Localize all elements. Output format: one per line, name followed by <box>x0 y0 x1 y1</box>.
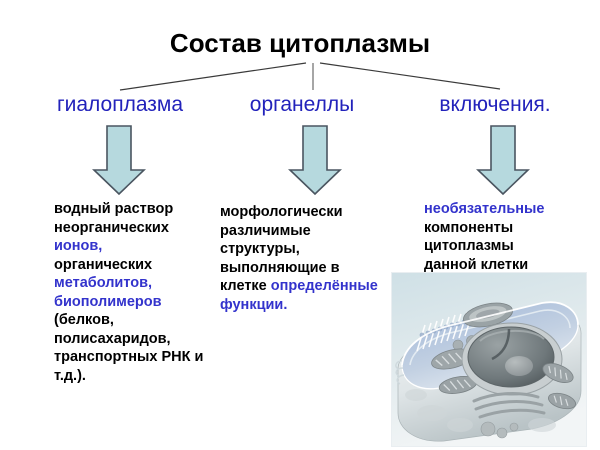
plain-text: транспортных РНК и <box>54 349 204 365</box>
text-line: функции. <box>220 296 388 315</box>
down-arrow-icon-organelles <box>288 125 342 196</box>
plain-text: морфологически <box>220 204 343 220</box>
highlighted-term: определённые <box>270 278 378 294</box>
highlighted-term: функции. <box>220 296 288 313</box>
text-line: морфологически <box>220 203 388 222</box>
connector-line-left <box>119 62 307 91</box>
plain-text: (белков, <box>54 312 114 328</box>
plain-text: компоненты <box>424 219 514 236</box>
cell-illustration-svg <box>392 273 586 446</box>
plain-text: т.д.). <box>54 367 86 384</box>
text-line: необязательные <box>424 200 589 219</box>
plain-text: структуры, <box>220 241 300 257</box>
branch-label-inclusions: включения. <box>439 93 551 116</box>
plain-text: полисахаридов, <box>54 330 171 347</box>
text-line: т.д.). <box>54 367 204 386</box>
text-line: компоненты <box>424 219 589 238</box>
down-arrow-icon-hyaloplasm <box>92 125 146 196</box>
text-line: неорганических <box>54 219 204 238</box>
highlighted-term: биополимеров <box>54 293 162 310</box>
text-line: структуры, <box>220 240 388 259</box>
page-title: Состав цитоплазмы <box>169 28 431 58</box>
plain-text: неорганических <box>54 219 169 236</box>
text-line: полисахаридов, <box>54 330 204 349</box>
text-line: транспортных РНК и <box>54 348 204 367</box>
branch-label-hyaloplasm: гиалоплазма <box>56 93 184 116</box>
plain-text: водный раствор <box>54 201 174 217</box>
plain-text: различимые <box>220 222 311 239</box>
plain-text: выполняющие в <box>220 259 340 276</box>
animal-cell-cutaway-illustration <box>391 272 587 447</box>
plain-text: органических <box>54 256 153 273</box>
text-line: водный раствор <box>54 200 204 219</box>
plain-text: клетке <box>220 278 271 294</box>
text-line: биополимеров <box>54 293 204 312</box>
text-line: органических <box>54 256 204 275</box>
highlighted-term: необязательные <box>424 201 545 217</box>
text-line: выполняющие в <box>220 259 388 278</box>
branch-label-organelles: органеллы <box>249 93 355 116</box>
text-line: цитоплазмы <box>424 237 589 256</box>
text-line: различимые <box>220 222 388 241</box>
text-line: (белков, <box>54 311 204 330</box>
highlighted-term: метаболитов, <box>54 275 153 291</box>
text-line: данной клетки <box>424 256 589 275</box>
plain-text: цитоплазмы <box>424 238 514 254</box>
text-block-hyaloplasm: водный раствор неорганических ионов, органи… <box>54 200 204 385</box>
plain-text: данной клетки <box>424 256 529 273</box>
text-line: метаболитов, <box>54 274 204 293</box>
highlighted-term: ионов, <box>54 238 103 254</box>
text-line: ионов, <box>54 237 204 256</box>
text-block-inclusions: необязательные компоненты цитоплазмы данно… <box>424 200 589 274</box>
connector-line-right <box>319 62 501 90</box>
text-line: клетке определённые <box>220 277 388 296</box>
text-block-organelles: морфологически различимые структуры, выполн… <box>220 203 388 314</box>
down-arrow-icon-inclusions <box>476 125 530 196</box>
